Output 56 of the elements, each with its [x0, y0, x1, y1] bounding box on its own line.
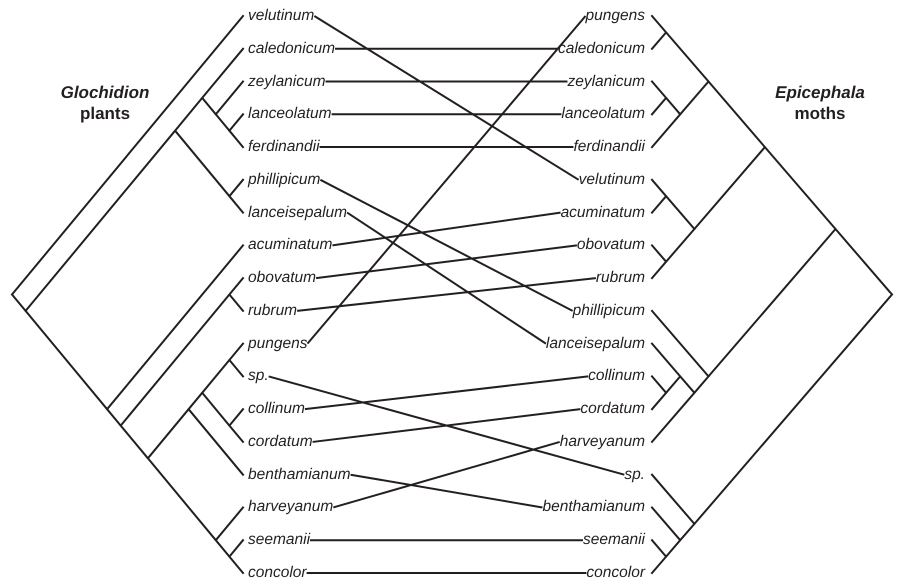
species-name: concolor [248, 564, 307, 582]
species-name: acuminatum [560, 204, 645, 222]
species-name: obovatum [576, 236, 645, 254]
species-name: rubrum [596, 269, 645, 288]
species-name: ferdinandii [248, 138, 320, 156]
species-name: lanceisepalum [248, 204, 348, 222]
association-line [350, 474, 543, 508]
species-name: acuminatum [248, 236, 332, 254]
association-line [320, 146, 574, 148]
species-name: cordatum [248, 432, 313, 451]
association-line [306, 572, 586, 574]
association-line [310, 539, 583, 542]
species-name: concolor [586, 564, 645, 582]
tree-heading: Glochidion plants [60, 82, 150, 124]
species-name: seemanii [582, 531, 645, 550]
association-line [306, 15, 586, 344]
association-line [320, 178, 574, 312]
species-name: seemanii [248, 531, 310, 550]
association-line [326, 80, 568, 83]
tree-heading: Epicephala moths [774, 82, 866, 124]
species-name: caledonicum [558, 40, 645, 58]
association-line [304, 375, 588, 410]
species-name: benthamianum [248, 466, 351, 484]
association-line [297, 277, 596, 312]
species-name: lanceolatum [561, 105, 645, 124]
association-line [346, 212, 546, 344]
species-name: benthamianum [542, 498, 645, 516]
species-name: velutinum [578, 170, 645, 189]
species-name: harveyanum [560, 432, 645, 451]
association-line [333, 440, 560, 508]
species-name: collinum [588, 367, 645, 386]
association-line [312, 408, 580, 443]
species-name: collinum [248, 400, 305, 418]
species-name: pungens [248, 334, 308, 353]
species-name: velutinum [248, 7, 314, 25]
species-name: phillipicum [572, 302, 645, 320]
species-name: phillipicum [248, 170, 320, 189]
association-line [332, 113, 562, 116]
species-name: zeylanicum [248, 72, 326, 91]
species-name: lanceisepalum [546, 334, 645, 353]
species-name: sp. [248, 367, 269, 386]
species-name: ferdinandii [573, 138, 645, 156]
species-name: cordatum [580, 400, 645, 418]
species-name: rubrum [248, 302, 298, 320]
species-name: lanceolatum [248, 105, 332, 124]
species-name: caledonicum [248, 40, 336, 58]
species-name: sp. [624, 466, 645, 484]
species-name: pungens [586, 7, 645, 25]
species-name: harveyanum [248, 498, 334, 516]
association-line [335, 48, 558, 50]
association-line [316, 244, 578, 280]
association-line [268, 375, 625, 476]
species-name: zeylanicum [567, 72, 645, 91]
association-line [314, 15, 580, 181]
association-line [332, 212, 561, 246]
species-name: obovatum [248, 269, 316, 288]
